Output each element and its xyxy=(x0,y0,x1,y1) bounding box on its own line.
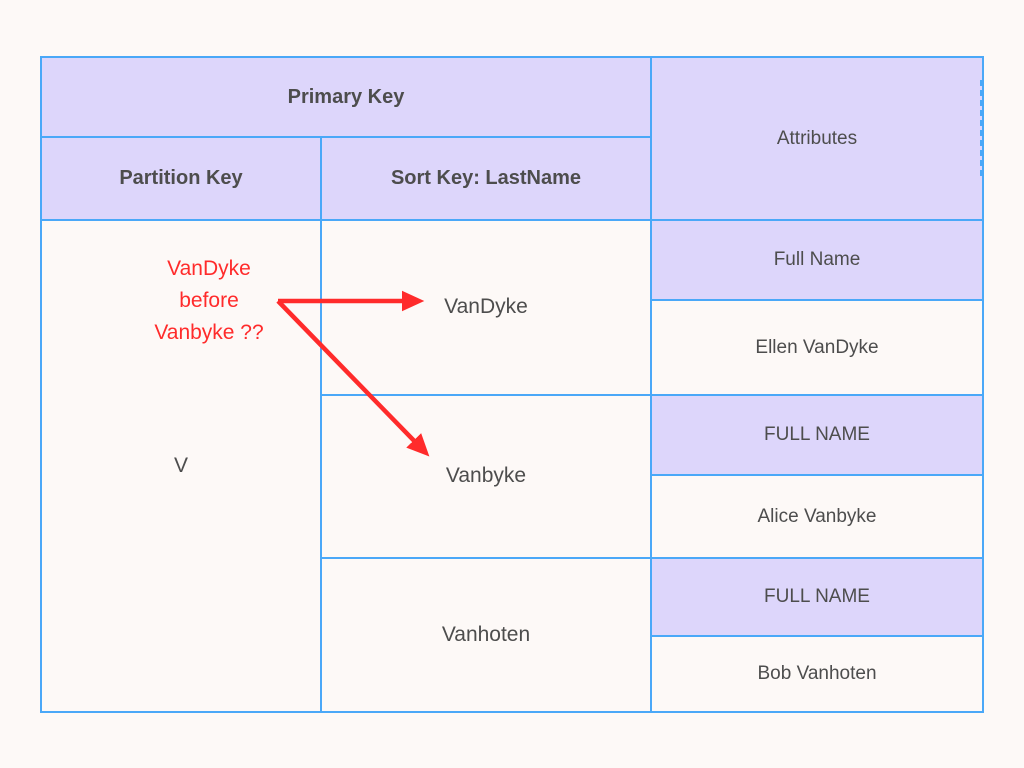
partition-key-value-cell: V xyxy=(42,221,322,711)
attribute-name-cell-0: Full Name xyxy=(652,221,982,301)
primary-key-header: Primary Key xyxy=(42,58,652,138)
partition-key-header: Partition Key xyxy=(42,138,322,221)
sort-key-cell-2: Vanhoten xyxy=(322,559,652,711)
attribute-name-cell-2: FULL NAME xyxy=(652,559,982,637)
attribute-value-cell-2: Bob Vanhoten xyxy=(652,637,982,711)
attribute-value-cell-1: Alice Vanbyke xyxy=(652,476,982,559)
sort-key-cell-1: Vanbyke xyxy=(322,396,652,559)
sort-key-header: Sort Key: LastName xyxy=(322,138,652,221)
attribute-name-cell-1: FULL NAME xyxy=(652,396,982,476)
dynamodb-table-diagram: Primary Key Attributes Partition Key Sor… xyxy=(40,56,984,713)
attribute-value-cell-0: Ellen VanDyke xyxy=(652,301,982,396)
attributes-header: Attributes xyxy=(652,58,982,221)
sort-key-cell-0: VanDyke xyxy=(322,221,652,396)
